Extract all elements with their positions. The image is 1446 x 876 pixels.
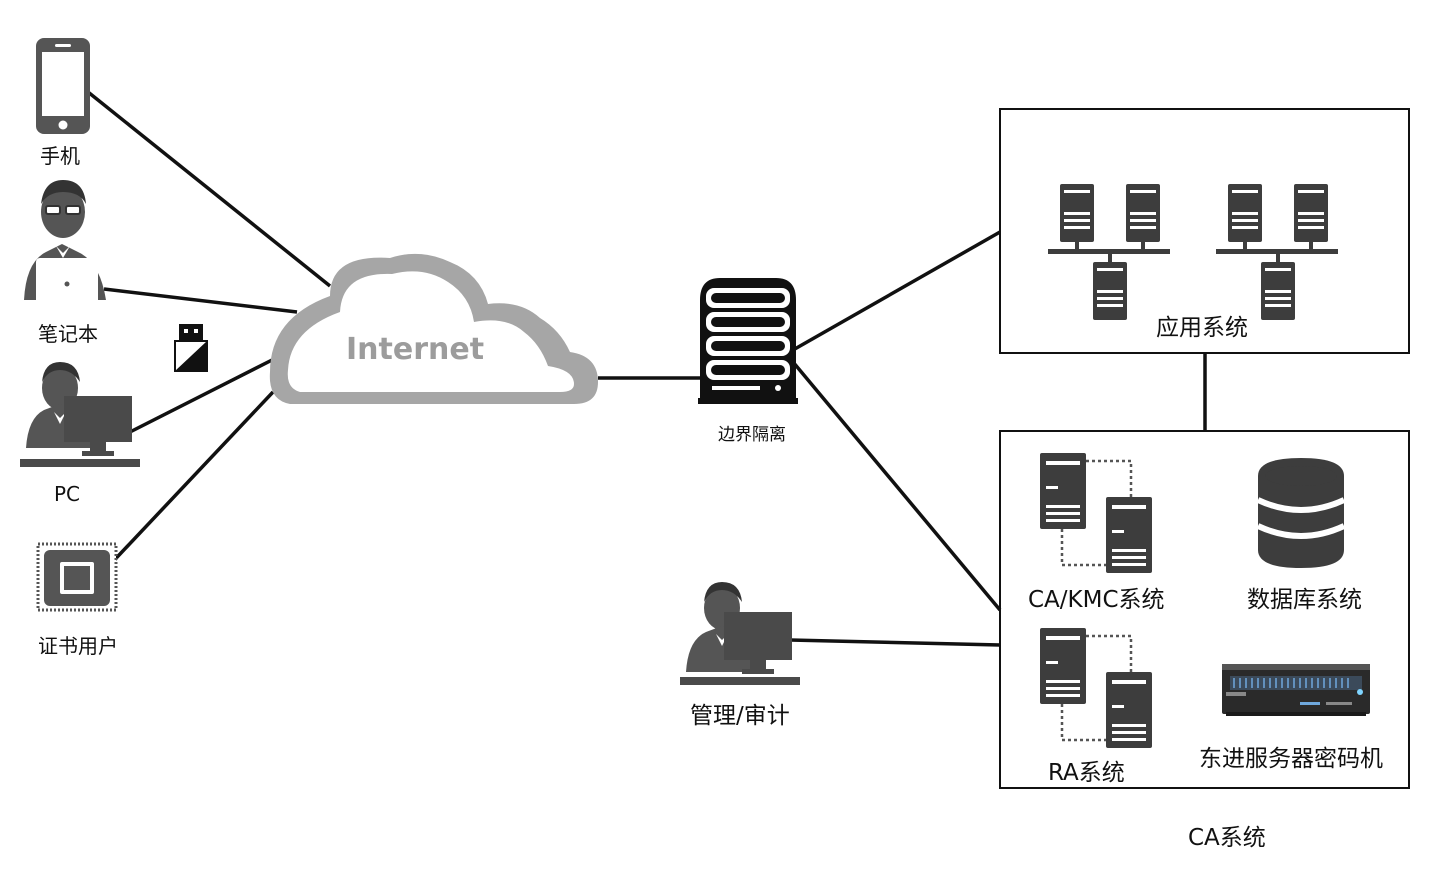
chip-icon xyxy=(36,542,118,612)
pc-label: PC xyxy=(54,482,81,506)
edge-pc-internet xyxy=(127,356,277,435)
internet-cloud-icon xyxy=(269,253,598,404)
app-server-cluster-2-icon xyxy=(1216,184,1338,320)
border-isolation-server-icon xyxy=(698,278,798,404)
crypto-machine-icon xyxy=(1222,664,1370,716)
connection-lines xyxy=(86,90,1207,647)
ca-system-label: CA系统 xyxy=(1188,825,1266,851)
app-server-cluster-1-icon xyxy=(1048,184,1170,320)
laptop-user-icon xyxy=(24,180,106,310)
phone-label: 手机 xyxy=(40,144,80,168)
phone-icon xyxy=(36,38,90,134)
ca-kmc-label: CA/KMC系统 xyxy=(1028,587,1165,613)
admin-audit-user-icon xyxy=(680,582,800,685)
edge-border-app xyxy=(792,230,1001,352)
ca-system-box xyxy=(999,430,1410,789)
edge-certuser-internet xyxy=(102,390,275,573)
ra-system-label: RA系统 xyxy=(1048,760,1125,786)
internet-label: Internet xyxy=(346,332,485,367)
cert-user-label: 证书用户 xyxy=(38,634,118,658)
crypto-machine-label: 东进服务器密码机 xyxy=(1199,746,1383,772)
edge-laptop-internet xyxy=(103,287,298,314)
pc-user-icon xyxy=(20,362,140,467)
app-system-box xyxy=(999,108,1410,354)
ca-kmc-server-pair-icon xyxy=(1040,453,1152,573)
edge-admin-ca xyxy=(789,638,1001,647)
border-isolation-label: 边界隔离 xyxy=(718,425,786,445)
usb-key-icon xyxy=(174,324,208,372)
admin-audit-label: 管理/审计 xyxy=(690,703,790,729)
app-system-label: 应用系统 xyxy=(1156,315,1248,341)
laptop-label: 笔记本 xyxy=(38,322,98,346)
database-system-label: 数据库系统 xyxy=(1247,587,1362,613)
database-icon xyxy=(1256,458,1346,568)
edge-phone-internet xyxy=(86,90,332,288)
ra-server-pair-icon xyxy=(1040,628,1152,748)
edge-border-ca xyxy=(791,360,1002,612)
